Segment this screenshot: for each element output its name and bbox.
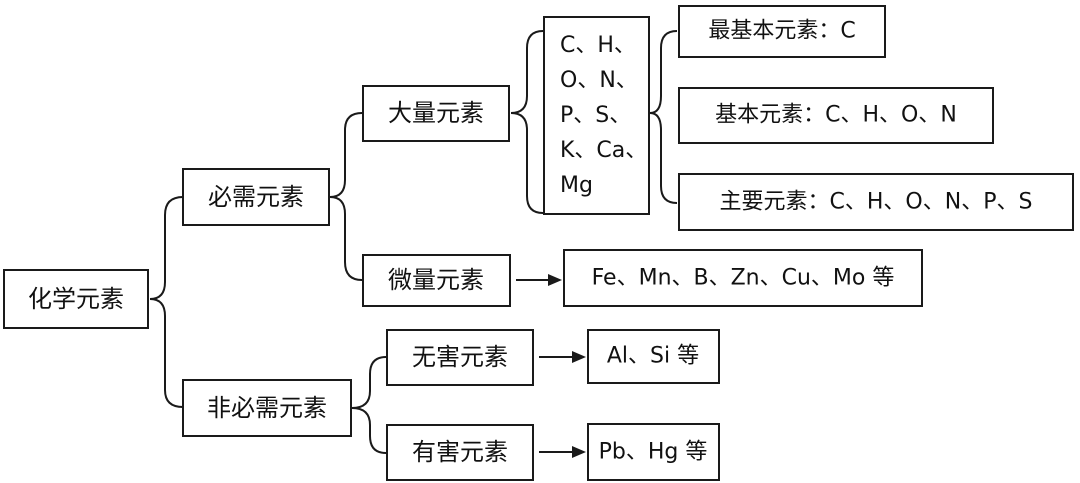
most-basic-element-box xyxy=(678,5,886,58)
macro-element-list-box xyxy=(543,16,650,215)
harmless-elements-label: 无害元素 xyxy=(412,343,508,371)
macro-brace xyxy=(510,30,544,214)
essential-label: 必需元素 xyxy=(208,183,304,211)
micro-elements-box xyxy=(362,254,511,307)
harmless-element-list-box xyxy=(587,329,720,384)
macro-element-line-5: Mg xyxy=(560,173,593,198)
non-essential-label: 非必需元素 xyxy=(207,394,327,422)
micro-element-list: Fe、Mn、B、Zn、Cu、Mo 等 xyxy=(592,266,895,291)
root-brace xyxy=(149,196,184,408)
harmless-element-list: Al、Si 等 xyxy=(607,344,699,369)
harmful-elements-label: 有害元素 xyxy=(412,438,508,466)
essential-brace xyxy=(329,112,363,281)
harmless-arrowhead-icon xyxy=(572,351,586,363)
harmful-elements-box xyxy=(386,424,534,481)
main-elements-box xyxy=(678,173,1074,231)
macro-element-line-4: K、Ca、 xyxy=(560,138,647,163)
harmless-elements-box xyxy=(386,329,534,386)
macro-element-line-2: O、N、 xyxy=(560,68,638,93)
main-elements-label: 主要元素：C、H、O、N、P、S xyxy=(720,190,1033,215)
root-label: 化学元素 xyxy=(28,285,124,313)
micro-elements-label: 微量元素 xyxy=(388,266,484,294)
macro-elements-label: 大量元素 xyxy=(388,99,484,127)
macro-element-line-3: P、S、 xyxy=(560,103,631,128)
basic-elements-box xyxy=(678,87,994,144)
macro-element-line-1: C、H、 xyxy=(560,33,636,58)
root-box xyxy=(3,269,149,329)
essential-box xyxy=(182,168,330,226)
harmful-element-list: Pb、Hg 等 xyxy=(599,440,708,465)
basic-elements-label: 基本元素：C、H、O、N xyxy=(715,103,957,128)
non-essential-box xyxy=(182,379,352,437)
subset-brace xyxy=(649,30,678,204)
non-essential-brace xyxy=(351,356,387,454)
micro-element-list-box xyxy=(563,249,923,307)
harmful-element-list-box xyxy=(587,423,720,481)
most-basic-element-label: 最基本元素：C xyxy=(708,19,855,44)
macro-element-list: C、H、 O、N、 P、S、 K、Ca、 Mg xyxy=(560,33,654,198)
macro-elements-box xyxy=(362,85,510,142)
micro-arrowhead-icon xyxy=(548,274,562,286)
harmful-arrowhead-icon xyxy=(572,446,586,458)
